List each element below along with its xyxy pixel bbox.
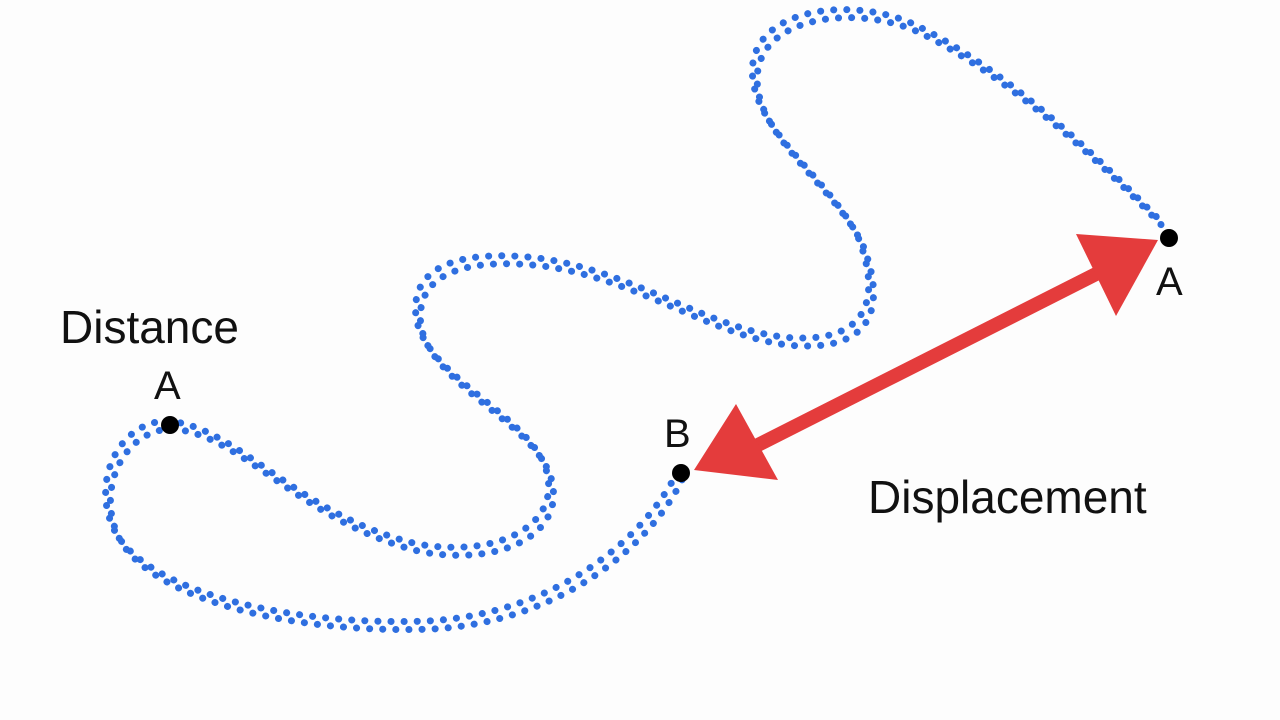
start-point-a-dot [161, 416, 179, 434]
dotted-path-row-1 [102, 6, 1162, 625]
distance-label: Distance [60, 301, 239, 353]
point-b-dot [672, 464, 690, 482]
displacement-arrow [694, 234, 1158, 480]
dotted-path-row-2 [106, 14, 1166, 633]
arrow-head-start [694, 404, 778, 480]
arrow-shaft [748, 265, 1104, 455]
displacement-label: Displacement [868, 471, 1147, 523]
path-points [161, 229, 1178, 482]
end-point-a-label: A [1156, 260, 1183, 304]
dotted-path [102, 6, 1166, 633]
point-b-label: B [664, 412, 691, 456]
end-point-a-dot [1160, 229, 1178, 247]
arrow-head-end [1076, 234, 1158, 316]
start-point-a-label: A [154, 364, 181, 408]
